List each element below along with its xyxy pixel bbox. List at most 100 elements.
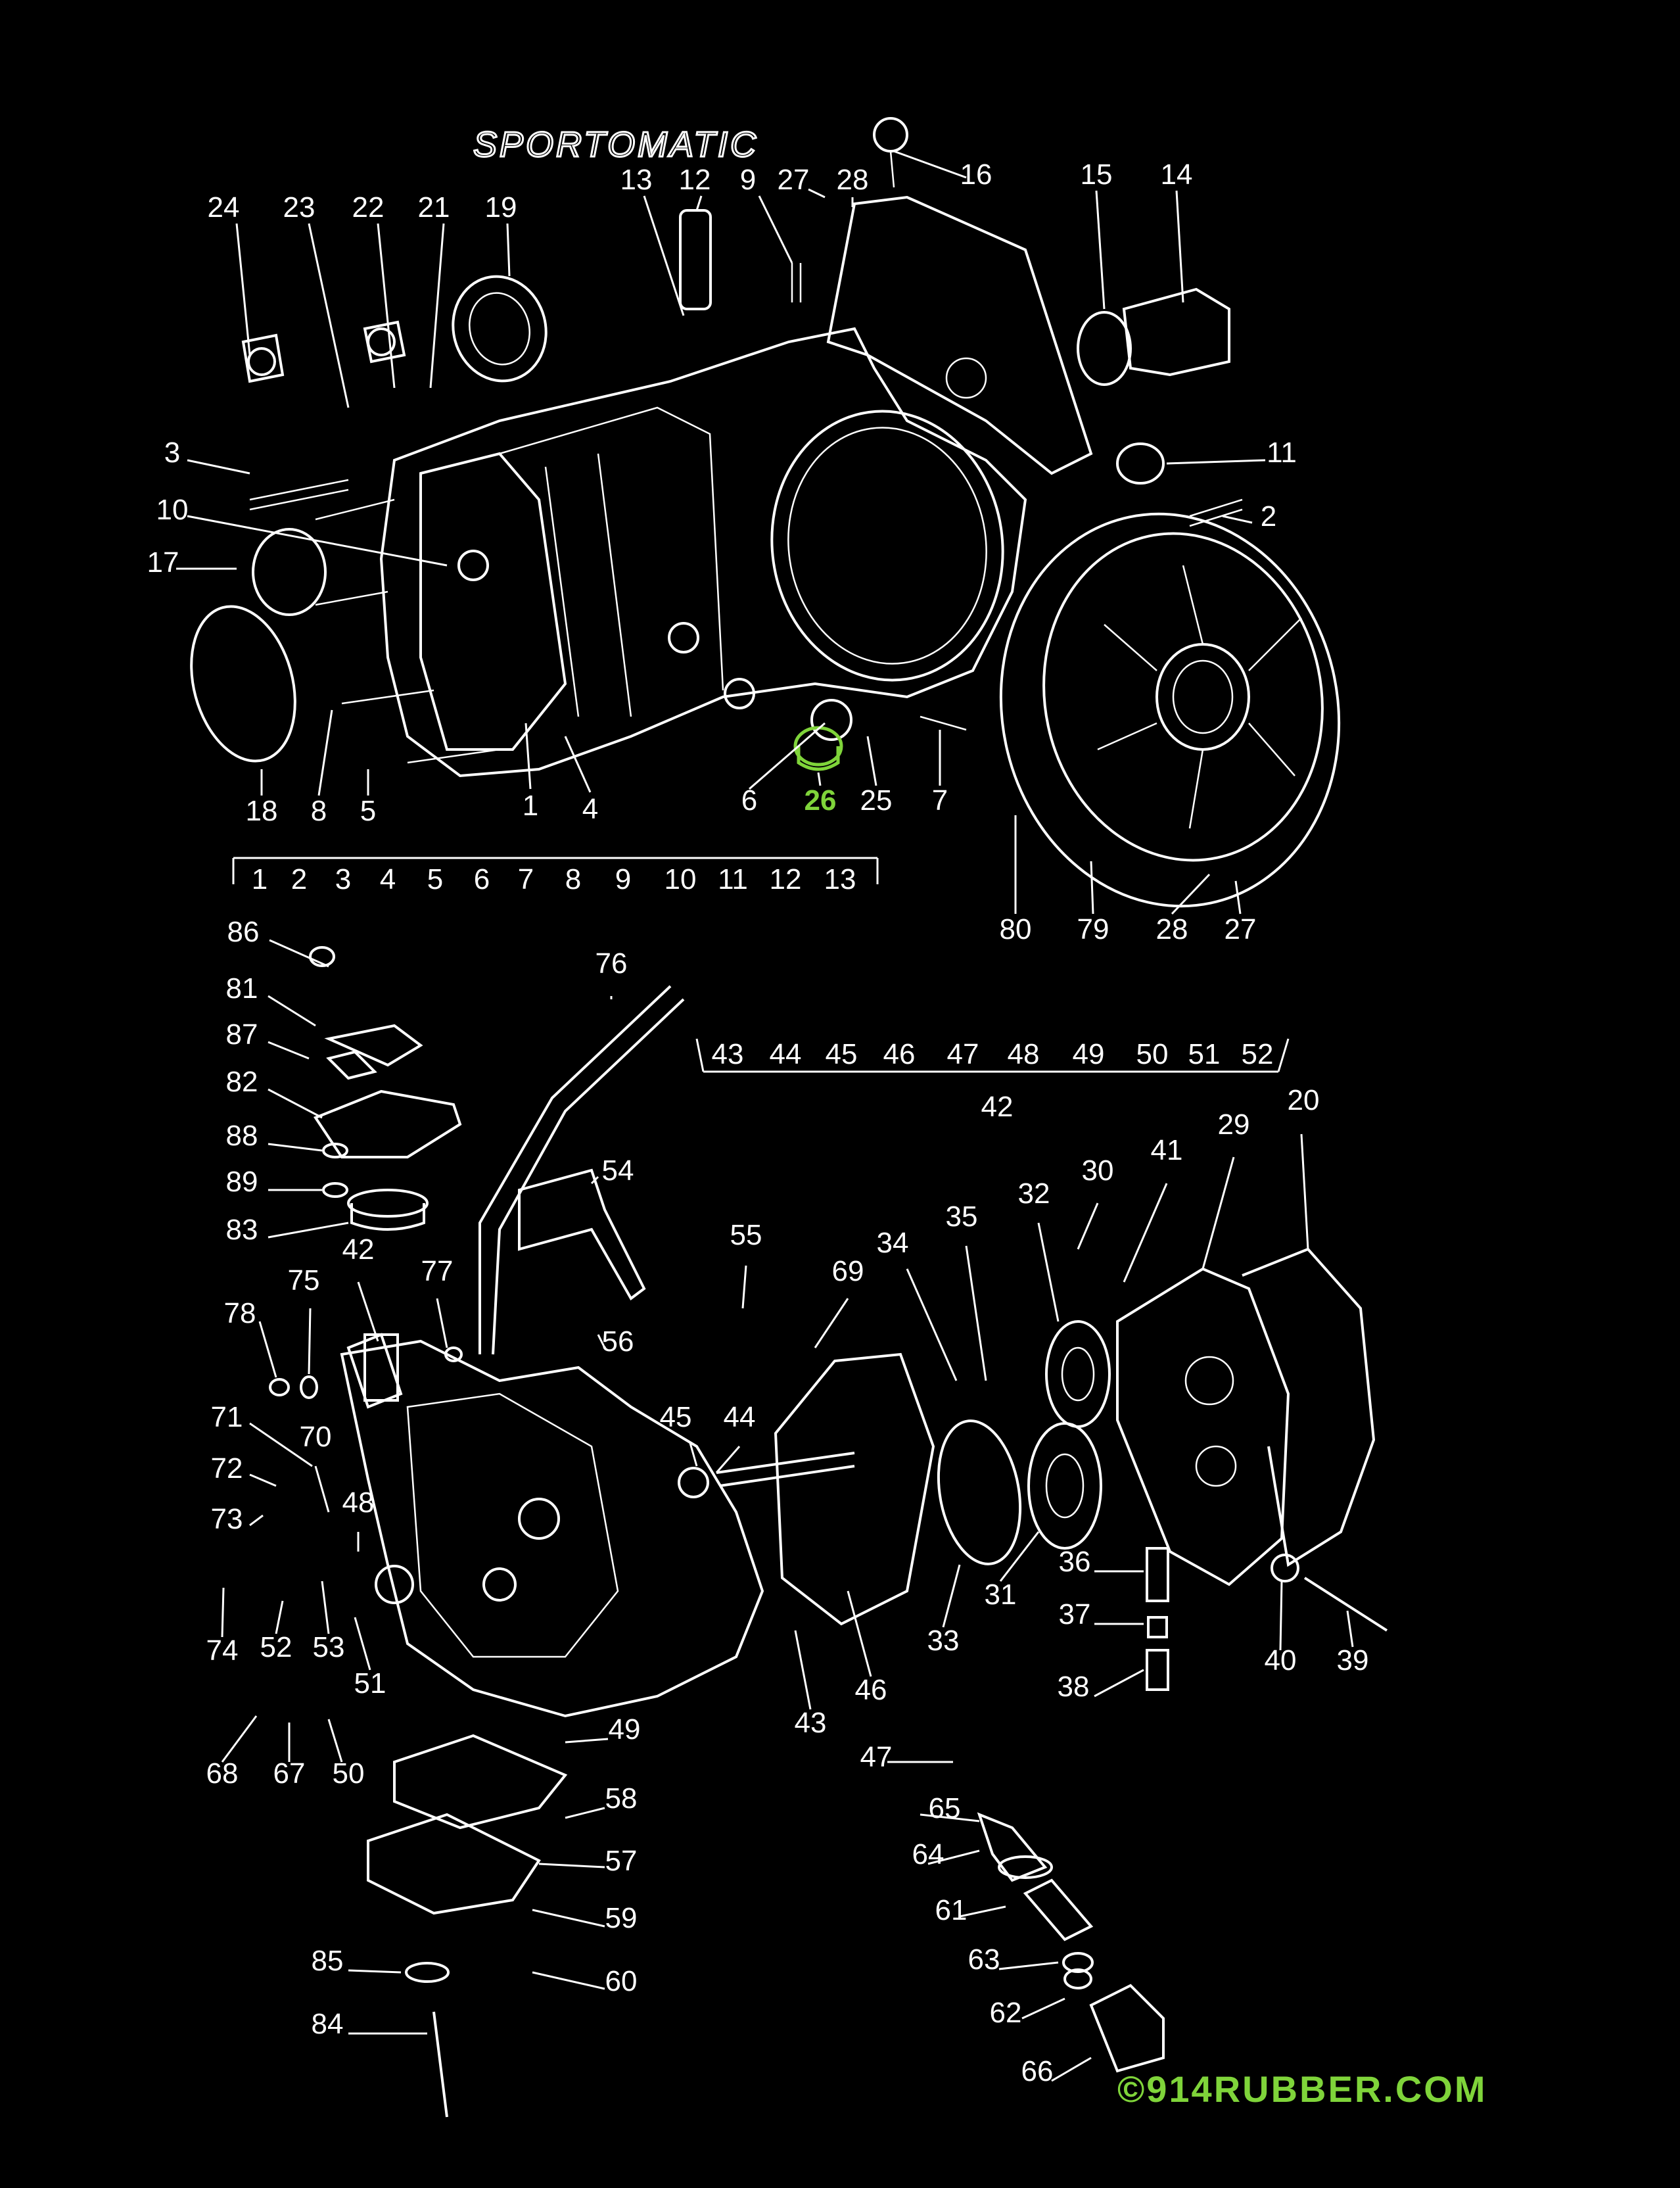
part-callout-18: 18 [246, 795, 278, 827]
leader-line-1 [525, 723, 532, 790]
leader-line-60 [532, 1971, 605, 1990]
leader-line-85 [348, 1969, 402, 1974]
leader-line-3 [187, 459, 250, 475]
part-callout-22: 22 [352, 191, 385, 224]
part-callout-14: 14 [1161, 158, 1193, 191]
part-callout-88: 88 [226, 1120, 258, 1152]
group-bracket-upper [232, 857, 879, 884]
leader-line-12 [695, 195, 703, 211]
leader-line-4 [564, 736, 592, 793]
leader-line-31 [999, 1531, 1040, 1582]
part-callout-53: 53 [313, 1631, 345, 1663]
part-callout-40: 40 [1265, 1644, 1297, 1677]
part-callout-28: 28 [837, 164, 869, 196]
part-callout-37: 37 [1059, 1598, 1091, 1630]
part-callout-49: 49 [609, 1713, 641, 1746]
group-item-10: 10 [665, 863, 697, 895]
leader-line-81 [268, 995, 316, 1027]
leader-line-83 [268, 1222, 349, 1239]
part-callout-57: 57 [605, 1845, 638, 1877]
leader-line-64 [927, 1849, 980, 1865]
leader-line-75 [308, 1308, 312, 1375]
part-callout-52: 52 [260, 1631, 292, 1663]
leader-line-14 [1175, 190, 1184, 303]
part-callout-73: 73 [211, 1503, 243, 1535]
part-callout-27: 27 [778, 164, 810, 196]
leader-line-35 [965, 1245, 987, 1381]
leader-line-23 [308, 223, 350, 408]
leader-line-33 [942, 1564, 961, 1628]
part-callout-83: 83 [226, 1214, 258, 1246]
part-callout-10: 10 [156, 494, 189, 526]
leader-line-70 [314, 1465, 330, 1513]
group-item-50: 50 [1136, 1038, 1169, 1070]
part-callout-19: 19 [485, 191, 517, 224]
part-callout-67: 67 [273, 1757, 306, 1790]
part-callout-5: 5 [360, 795, 376, 827]
part-callout-13: 13 [620, 164, 653, 196]
part-callout-16: 16 [960, 158, 992, 191]
leader-line-59 [532, 1909, 605, 1928]
group-item-47: 47 [947, 1038, 979, 1070]
part-callout-51: 51 [354, 1667, 386, 1700]
part-callout-61: 61 [935, 1894, 968, 1926]
group-item-48: 48 [1008, 1038, 1040, 1070]
leader-line-41 [1123, 1183, 1168, 1283]
group-item-12: 12 [770, 863, 802, 895]
leader-line-42 [357, 1281, 379, 1342]
leader-line-49 [565, 1738, 609, 1744]
leader-line-25 [866, 736, 877, 786]
leader-line-72 [249, 1473, 277, 1487]
part-callout-80: 80 [1000, 913, 1032, 945]
group-item-1: 1 [252, 863, 268, 895]
leader-line-13 [643, 195, 685, 316]
leader-lines [176, 150, 1354, 2082]
group-item-5: 5 [427, 863, 443, 895]
leader-line-56 [597, 1334, 606, 1348]
leader-line-71 [249, 1422, 313, 1467]
leader-line-82 [268, 1088, 323, 1119]
leader-line-79 [1090, 861, 1094, 915]
part-callout-41: 41 [1151, 1134, 1183, 1166]
leader-line-26 [817, 772, 822, 786]
leader-line-68 [221, 1715, 258, 1763]
part-callout-8: 8 [311, 795, 327, 827]
part-callout-46: 46 [855, 1674, 887, 1706]
leader-line-34 [906, 1268, 958, 1381]
leader-line-39 [1346, 1610, 1354, 1648]
leader-line-52 [275, 1600, 284, 1634]
part-callout-75: 75 [288, 1264, 320, 1296]
group-item-11: 11 [718, 863, 748, 895]
part-callout-12: 12 [679, 164, 711, 196]
group-item-6: 6 [474, 863, 490, 895]
leader-line-46 [847, 1590, 872, 1677]
leader-line-30 [1077, 1202, 1099, 1250]
transmission-housing [249, 195, 1243, 778]
leader-line-38 [1094, 1669, 1144, 1698]
leader-line-2 [1222, 515, 1253, 524]
part-callout-89: 89 [226, 1166, 258, 1198]
leader-line-27 [1234, 880, 1242, 915]
group-item-2: 2 [291, 863, 307, 895]
part-callout-27: 27 [1225, 913, 1257, 945]
leader-line-88 [268, 1143, 323, 1152]
part-callout-82: 82 [226, 1066, 258, 1098]
part-callout-29: 29 [1218, 1108, 1250, 1141]
leader-line-22 [377, 223, 396, 389]
leader-line-32 [1037, 1222, 1060, 1322]
part-callout-78: 78 [224, 1297, 256, 1329]
part-callout-25: 25 [860, 784, 893, 817]
shift-housing [340, 1333, 764, 1718]
part-callout-23: 23 [283, 191, 315, 224]
group-item-9: 9 [615, 863, 631, 895]
part-callout-85: 85 [312, 1945, 344, 1977]
leader-line-19 [506, 223, 511, 277]
leader-line-77 [436, 1298, 448, 1348]
group-item-46: 46 [883, 1038, 916, 1070]
part-callout-45: 45 [660, 1401, 692, 1433]
part-callout-38: 38 [1058, 1671, 1090, 1703]
part-callout-62: 62 [990, 1997, 1022, 2029]
part-callout-47: 47 [860, 1741, 893, 1773]
